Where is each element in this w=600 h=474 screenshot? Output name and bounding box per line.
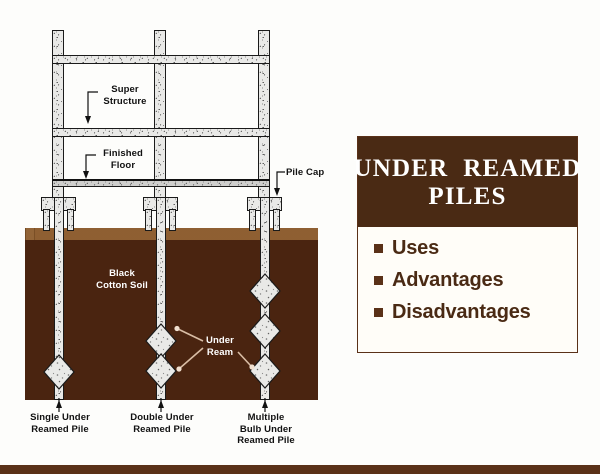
frame-beam-top	[52, 55, 270, 64]
label-pile-cap: Pile Cap	[286, 167, 325, 178]
footer-accent-bar	[0, 465, 600, 474]
pile-shaft-multiple	[260, 197, 270, 400]
arrowhead-finished-floor	[83, 171, 89, 179]
leader-pile-cap	[276, 171, 285, 190]
label-double-under-reamed-pile: Double Under Reamed Pile	[130, 412, 194, 435]
label-super-structure: Super Structure	[103, 84, 147, 107]
label-under-ream: Under Ream	[206, 335, 234, 358]
panel-item-advantages[interactable]: Advantages	[374, 269, 577, 292]
pile-shaft-double	[156, 197, 166, 400]
info-panel-body: Uses Advantages Disadvantages	[358, 227, 577, 324]
finished-floor-line	[52, 179, 270, 182]
arrowhead-pile-cap	[274, 188, 280, 196]
pile-cap-left-leg-a	[43, 209, 50, 231]
arrowhead-super-structure	[85, 116, 91, 124]
topsoil-strip	[25, 228, 318, 240]
square-bullet-icon	[374, 308, 383, 317]
pile-cap-left-leg-b	[67, 209, 74, 231]
pile-shaft-single	[54, 197, 64, 400]
panel-item-label: Disadvantages	[392, 301, 531, 323]
info-panel-header: UNDER REAMED PILES	[353, 137, 580, 227]
frame-beam-middle	[52, 128, 270, 137]
pile-cap-right-leg-b	[273, 209, 280, 231]
panel-item-disadvantages[interactable]: Disadvantages	[374, 301, 577, 324]
pile-cap-middle-leg-b	[169, 209, 176, 231]
label-single-under-reamed-pile: Single Under Reamed Pile	[30, 412, 90, 435]
label-multiple-bulb-under-reamed-pile: Multiple Bulb Under Reamed Pile	[237, 412, 295, 446]
black-cotton-soil-block	[25, 233, 318, 400]
pile-cap-right-leg-a	[249, 209, 256, 231]
arrowhead-label-single	[56, 400, 62, 408]
label-finished-floor: Finished Floor	[103, 148, 143, 171]
panel-item-label: Uses	[392, 237, 440, 259]
info-panel: UNDER REAMED PILES Uses Advantages Disad…	[353, 136, 580, 353]
arrowhead-label-double	[158, 400, 164, 408]
square-bullet-icon	[374, 276, 383, 285]
label-black-cotton-soil: Black Cotton Soil	[96, 268, 148, 291]
arrowhead-label-multiple	[262, 400, 268, 408]
panel-item-uses[interactable]: Uses	[374, 237, 577, 260]
panel-item-label: Advantages	[392, 269, 504, 291]
panel-title-line-1: UNDER REAMED	[353, 155, 582, 182]
panel-title-line-2: PILES	[428, 183, 507, 210]
pile-cap-middle-leg-a	[145, 209, 152, 231]
square-bullet-icon	[374, 244, 383, 253]
